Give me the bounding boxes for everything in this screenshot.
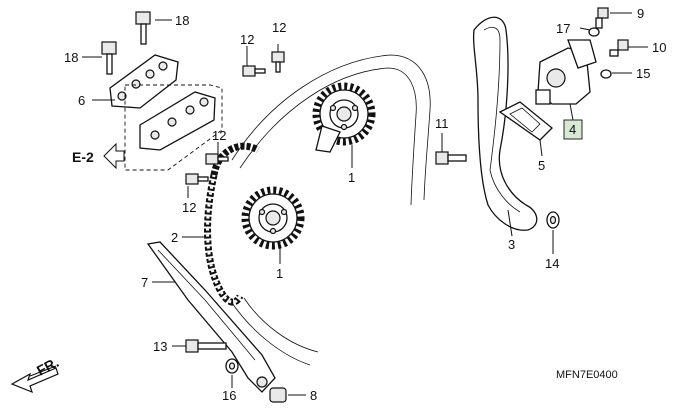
bolt-12-top <box>271 51 285 73</box>
label-4-box <box>563 119 583 140</box>
label-10: 10 <box>652 40 666 55</box>
washer-15 <box>600 69 612 79</box>
label-15: 15 <box>636 66 650 81</box>
washer-17 <box>588 27 600 37</box>
label-17: 17 <box>556 21 570 36</box>
label-18-left: 18 <box>64 50 78 65</box>
label-16: 16 <box>222 388 236 403</box>
label-5: 5 <box>538 158 545 173</box>
washer-14 <box>546 211 560 229</box>
tensioner-lifter <box>535 39 597 105</box>
reference-arrow <box>103 142 125 170</box>
label-14: 14 <box>545 256 559 271</box>
label-8: 8 <box>310 388 317 403</box>
drawing-code: MFN7E0400 <box>556 369 618 381</box>
label-7: 7 <box>141 275 148 290</box>
bolt-9 <box>595 7 609 29</box>
front-arrow-icon <box>10 365 59 394</box>
cam-chain-guide <box>472 16 538 231</box>
washer-16 <box>225 358 239 374</box>
bolt-12-left-upper <box>205 153 229 165</box>
bolt-10 <box>609 39 629 57</box>
label-1-lower: 1 <box>276 266 283 281</box>
bolt-11 <box>435 151 467 165</box>
label-12-left-upper: 12 <box>212 128 226 143</box>
label-1-upper: 1 <box>348 170 355 185</box>
label-18-top: 18 <box>175 13 189 28</box>
label-4: 4 <box>569 122 576 137</box>
tensioner-gasket <box>498 101 553 141</box>
pivot-bolt <box>185 339 227 353</box>
label-9: 9 <box>637 6 644 21</box>
chain-guide-bracket <box>109 54 223 171</box>
collar-8 <box>269 387 287 403</box>
leader-lines <box>82 12 648 396</box>
cam-sprocket-upper <box>312 82 376 153</box>
bolt-18-top <box>135 11 151 45</box>
reference-label: E-2 <box>72 149 94 165</box>
bolt-18-left <box>101 41 117 75</box>
bolt-12-left-lower <box>185 173 209 185</box>
cam-chain <box>204 142 260 306</box>
label-12-mid: 12 <box>240 32 254 47</box>
label-12-left-lower: 12 <box>182 200 196 215</box>
label-13: 13 <box>153 339 167 354</box>
label-3: 3 <box>508 237 515 252</box>
label-6: 6 <box>78 93 85 108</box>
chain-tensioner-arm <box>146 241 276 393</box>
bolt-12-mid <box>242 65 266 77</box>
cam-sprocket-lower <box>241 186 305 250</box>
label-11: 11 <box>435 116 449 131</box>
label-2: 2 <box>171 230 178 245</box>
label-12-top: 12 <box>272 20 286 35</box>
chain-path-outline <box>229 54 431 366</box>
